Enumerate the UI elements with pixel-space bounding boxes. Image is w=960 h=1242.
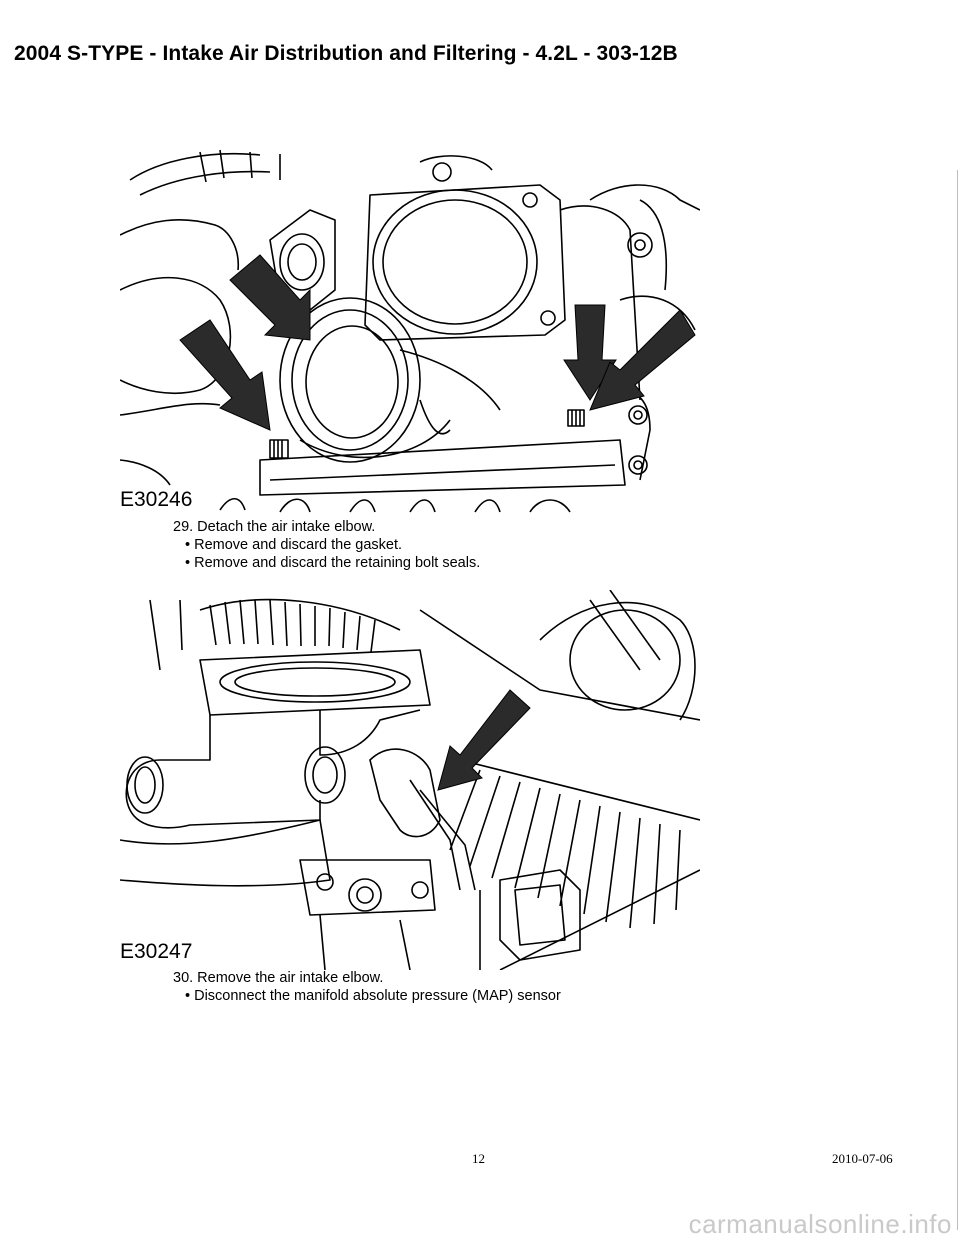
arrow-icon [179, 254, 696, 431]
illustration-map-sensor [120, 590, 700, 970]
figure-id: E30246 [120, 488, 197, 512]
page-number: 12 [472, 1151, 485, 1166]
page-edge-line [957, 170, 958, 1230]
step-29-bullet-2: • Remove and discard the retaining bolt … [185, 555, 481, 571]
arrow-icon [437, 689, 531, 791]
figure-e30247: E30247 [120, 590, 700, 970]
figure-id: E30247 [120, 940, 197, 964]
page-title: 2004 S-TYPE - Intake Air Distribution an… [14, 42, 678, 65]
step-29-bullet-1: • Remove and discard the gasket. [185, 537, 403, 553]
step-30: 30. Remove the air intake elbow. [173, 970, 384, 986]
illustration-air-intake-elbow [120, 149, 700, 513]
footer-date: 2010-07-06 [832, 1151, 893, 1166]
watermark: carmanualsonline.info [688, 1209, 952, 1239]
figure-e30246: E30246 [120, 140, 700, 518]
step-30-bullet-1: • Disconnect the manifold absolute press… [185, 988, 561, 1004]
step-29: 29. Detach the air intake elbow. [173, 519, 376, 535]
